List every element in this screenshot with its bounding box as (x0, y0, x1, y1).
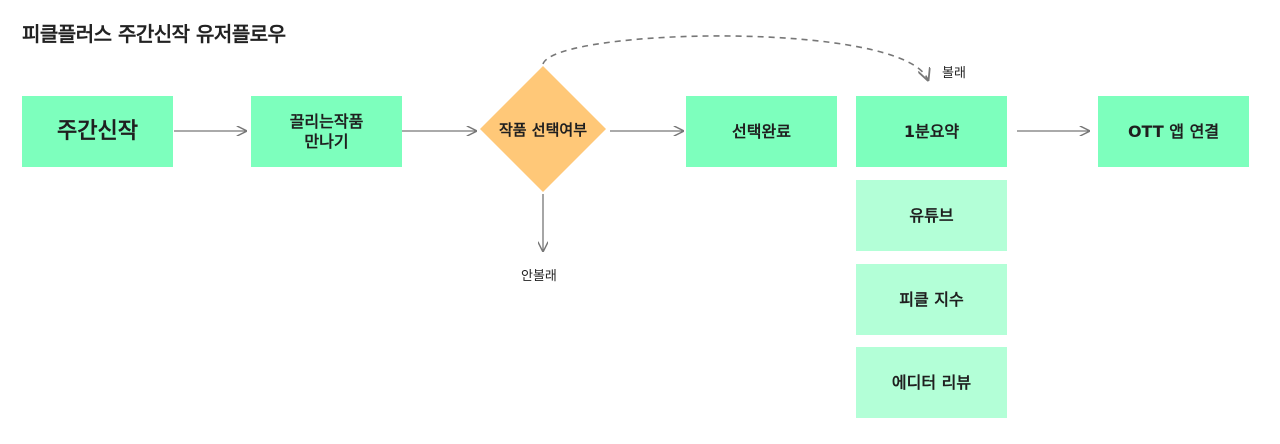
node-select-done: 선택완료 (686, 96, 837, 167)
node-editor-review-label: 에디터 리뷰 (891, 372, 972, 392)
node-select-done-label: 선택완료 (732, 121, 791, 141)
node-summary-label: 1분요약 (903, 121, 960, 141)
node-discover-label-line2: 만나기 (304, 131, 349, 151)
node-decision-label: 작품 선택여부 (498, 120, 588, 139)
node-pickle-index: 피클 지수 (856, 264, 1007, 335)
node-summary: 1분요약 (856, 96, 1007, 167)
node-decision: 작품 선택여부 (480, 66, 606, 192)
node-ott-link: OTT 앱 연결 (1098, 96, 1249, 167)
node-editor-review: 에디터 리뷰 (856, 347, 1007, 418)
node-ott-link-label: OTT 앱 연결 (1127, 121, 1220, 141)
node-pickle-index-label: 피클 지수 (899, 289, 964, 309)
node-discover-label-line1: 끌리는작품 (289, 111, 364, 131)
edge-label-watch: 볼래 (942, 66, 966, 81)
node-weekly-new: 주간신작 (22, 96, 173, 167)
arrow-decision-to-summary-dashed (542, 35, 928, 80)
node-weekly-new-label: 주간신작 (57, 118, 138, 144)
node-discover: 끌리는작품 만나기 (251, 96, 402, 167)
node-youtube-label: 유튜브 (909, 205, 954, 225)
edge-label-not-watch: 안볼래 (521, 269, 557, 284)
node-youtube: 유튜브 (856, 180, 1007, 251)
decision-diamond-shape (480, 66, 606, 192)
diagram-title: 피클플러스 주간신작 유저플로우 (22, 22, 286, 46)
